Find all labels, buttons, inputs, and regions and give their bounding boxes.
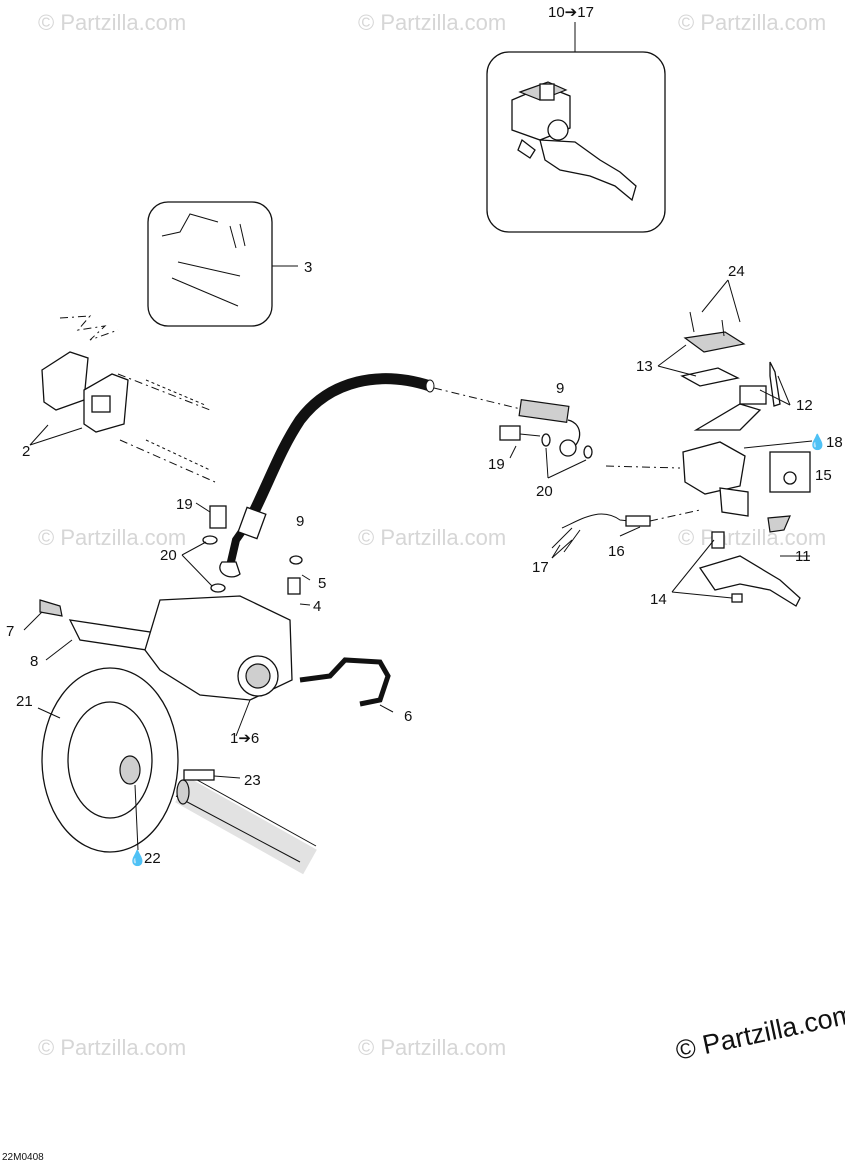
- watermark-text: © Partzilla.com: [358, 1035, 506, 1060]
- watermark-text: © Partzilla.com: [358, 525, 506, 550]
- watermark-text: © Partzilla.com: [678, 10, 826, 35]
- master-cylinder[interactable]: [605, 279, 813, 533]
- brake-caliper[interactable]: [23, 555, 394, 737]
- callout-11: 11: [795, 548, 811, 565]
- callout-23: 23: [244, 772, 261, 789]
- callout-22: 22: [144, 850, 161, 867]
- callout-6: 6: [404, 708, 412, 725]
- drop-icon: 💧: [808, 433, 827, 451]
- callout-1-6: 1➔6: [230, 730, 259, 747]
- callout-13: 13: [636, 358, 653, 375]
- banjo-bolts-and-washers[interactable]: [181, 425, 593, 593]
- callout-21: 21: [16, 693, 33, 710]
- callout-20-left: 20: [160, 547, 177, 564]
- callout-8: 8: [30, 653, 38, 670]
- brake-lever[interactable]: [671, 531, 810, 607]
- callout-20-top: 20: [536, 483, 553, 500]
- callout-9-left: 9: [296, 513, 304, 530]
- watermark-text: © Partzilla.com: [38, 1035, 186, 1060]
- callout-16: 16: [608, 543, 625, 560]
- callout-5: 5: [318, 575, 326, 592]
- pin-kit-box[interactable]: [147, 201, 298, 327]
- callout-15: 15: [815, 467, 832, 484]
- callout-17: 17: [532, 559, 549, 576]
- callout-labels: 10➔17 3 24 13 12 9 19 20 💧 18 15 2 19 9 …: [6, 4, 843, 867]
- callout-14: 14: [650, 591, 667, 608]
- callout-10-17: 10➔17: [548, 4, 594, 21]
- watermark-layer: © Partzilla.com © Partzilla.com © Partzi…: [38, 10, 826, 1060]
- brake-switch-cable[interactable]: [551, 509, 701, 559]
- callout-2: 2: [22, 443, 30, 460]
- callout-19-top: 19: [488, 456, 505, 473]
- callout-3: 3: [304, 259, 312, 276]
- callout-4: 4: [313, 598, 321, 615]
- callout-24: 24: [728, 263, 745, 280]
- callout-18: 18: [826, 434, 843, 451]
- watermark-text: © Partzilla.com: [678, 525, 826, 550]
- shaft-and-key[interactable]: [175, 769, 317, 875]
- brake-disc[interactable]: [37, 667, 179, 853]
- watermark-text: © Partzilla.com: [38, 10, 186, 35]
- callout-12: 12: [796, 397, 813, 414]
- watermark-text: © Partzilla.com: [38, 525, 186, 550]
- callout-9-top: 9: [556, 380, 564, 397]
- brake-hose[interactable]: [219, 373, 581, 578]
- watermark-large: © Partzilla.com: [673, 999, 845, 1066]
- callout-19-left: 19: [176, 496, 193, 513]
- master-cylinder-assembly-box[interactable]: [486, 22, 666, 233]
- brake-pads[interactable]: [29, 315, 216, 483]
- watermark-text: © Partzilla.com: [358, 10, 506, 35]
- drawing-code: 22M0408: [2, 1152, 44, 1163]
- callout-7: 7: [6, 623, 14, 640]
- drop-icon: 💧: [128, 849, 147, 867]
